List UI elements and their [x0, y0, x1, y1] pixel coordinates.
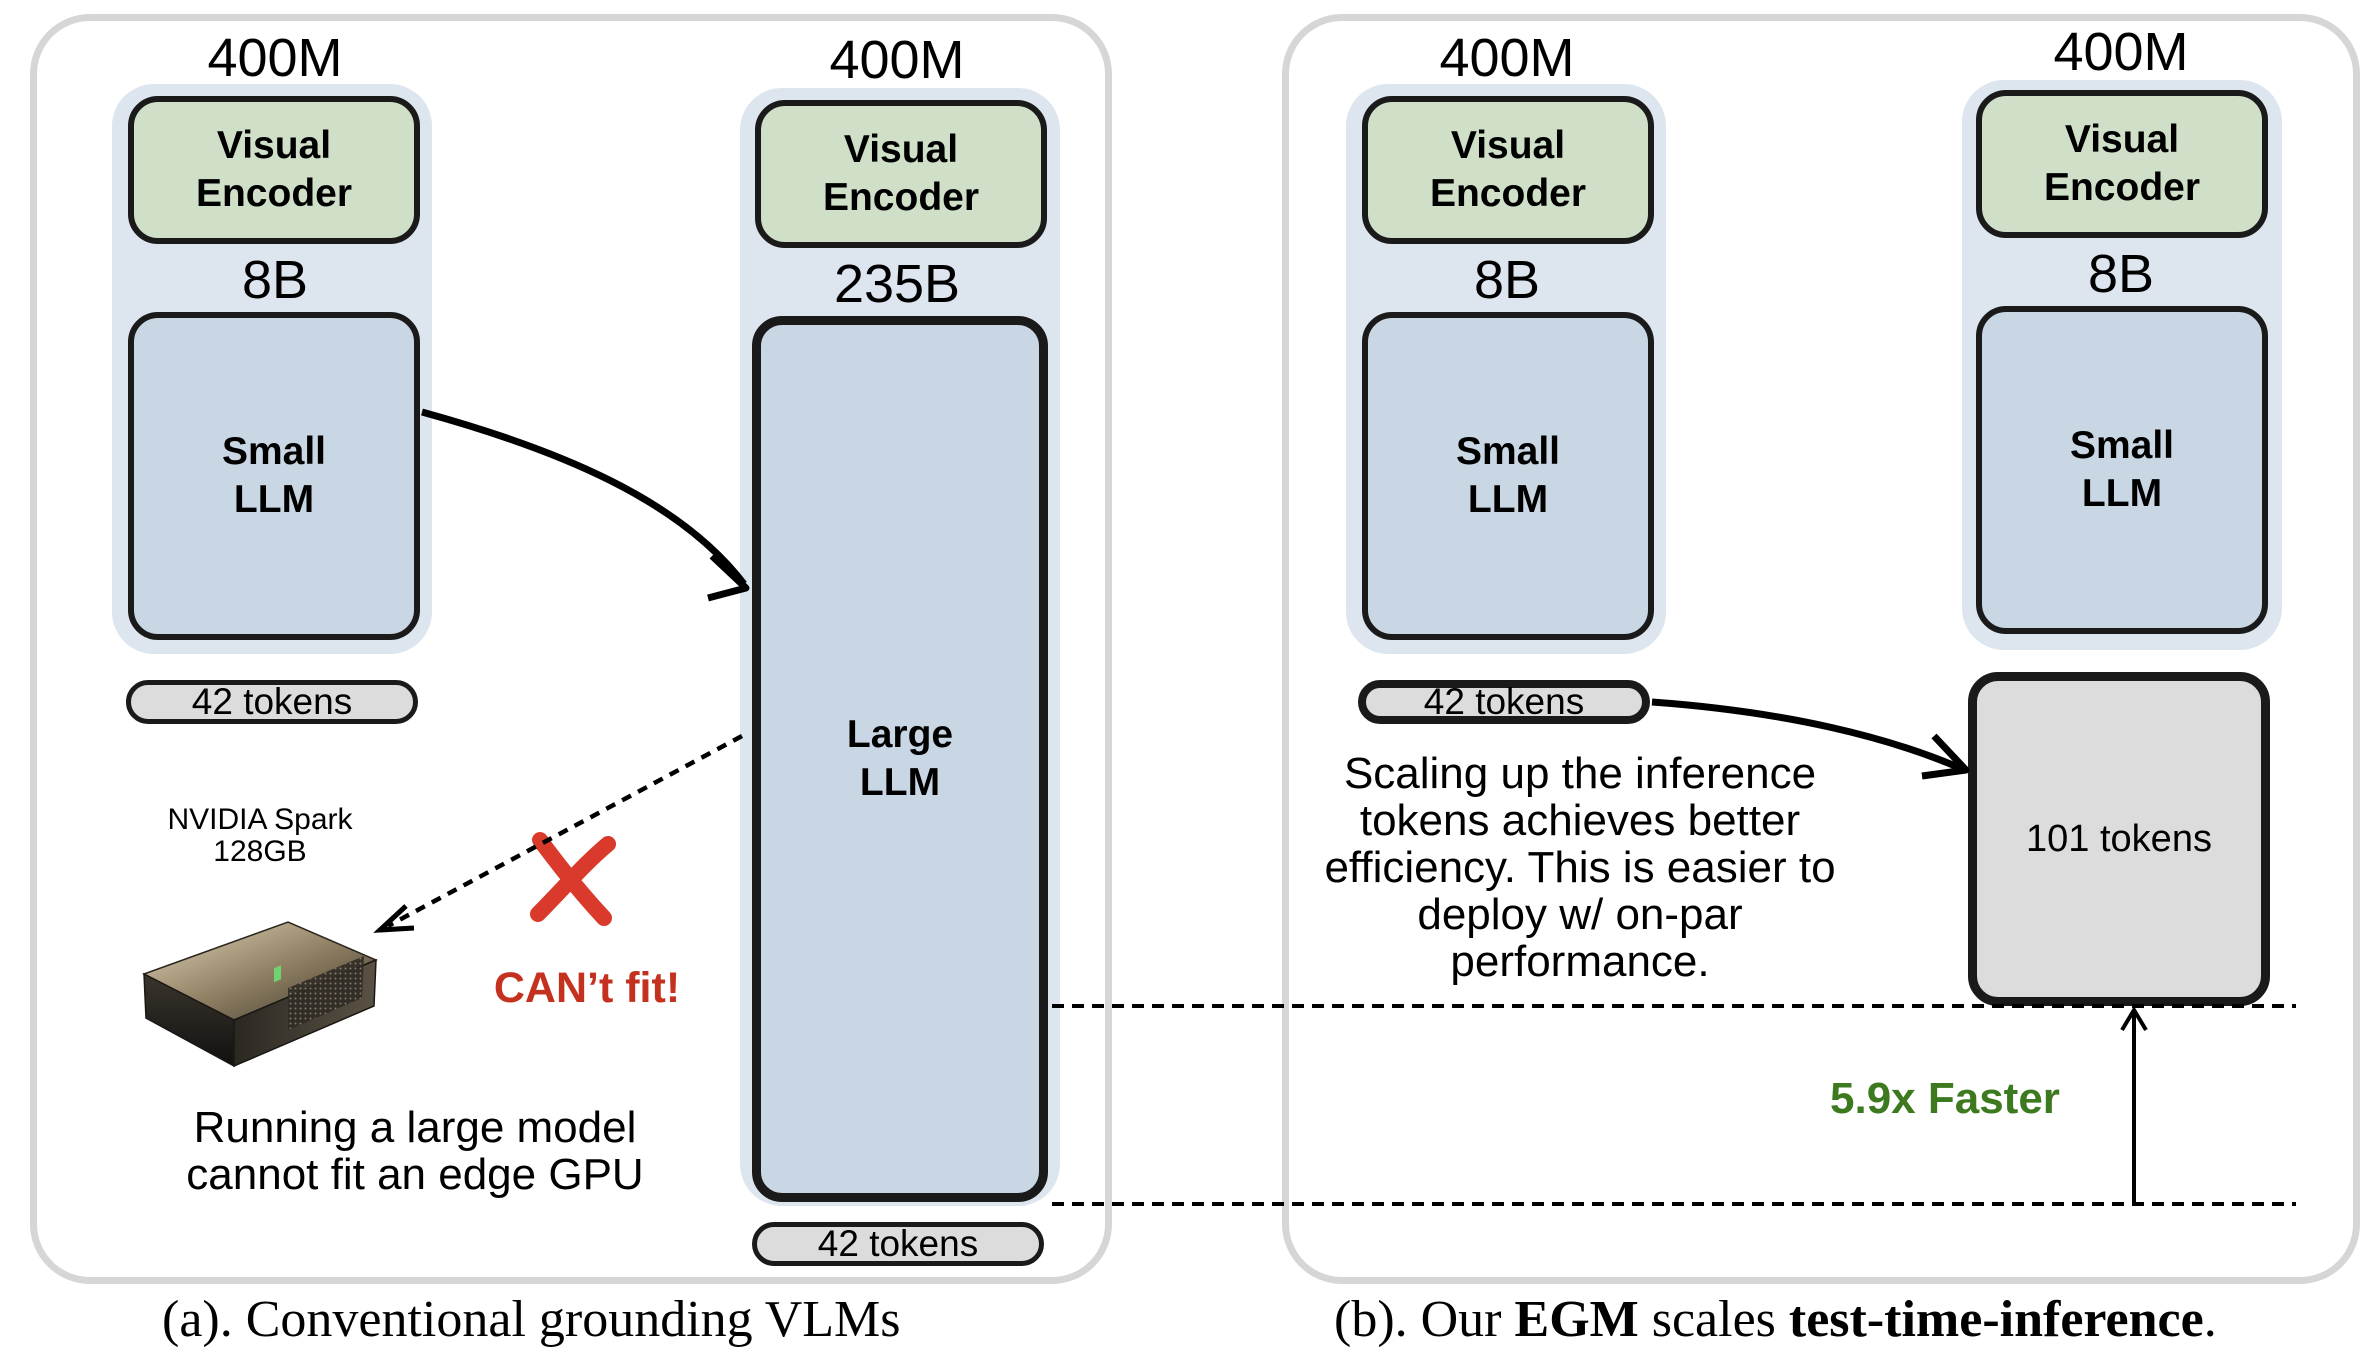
panel-b-right-llm-size: 8B: [2087, 244, 2155, 304]
arrow-tokens-to-expanded-head: [1921, 733, 1970, 780]
panel-a-left-visual-encoder: Visual Encoder: [128, 96, 420, 244]
device-name: NVIDIA Spark: [167, 803, 353, 836]
panel-b-right-encoder-size: 400M: [2053, 22, 2189, 82]
edge-gpu-device-icon: [142, 921, 378, 1068]
panel-a-large-llm: Large LLM: [752, 316, 1048, 1202]
panel-b-left-llm-size: 8B: [1473, 250, 1541, 310]
arrow-small-to-large-llm: [421, 408, 747, 587]
panel-b-left-encoder-size: 400M: [1439, 28, 1575, 88]
caption-b-mid: scales: [1638, 1291, 1789, 1348]
speedup-arrow-head: [2120, 1006, 2148, 1032]
panel-b-note: Scaling up the inference tokens achieves…: [1324, 749, 1836, 986]
caption-b-suffix: .: [2203, 1291, 2217, 1348]
device-memory: 128GB: [213, 835, 307, 868]
panel-a-left-tokens: 42 tokens: [126, 680, 418, 724]
device-label: NVIDIA Spark 128GB: [130, 804, 390, 868]
caption-b-tti: test-time-inference: [1788, 1291, 2204, 1348]
cant-fit-label: CAN’t fit!: [493, 964, 681, 1012]
caption-b-egm: EGM: [1514, 1291, 1639, 1348]
arrow-small-to-large-llm-head: [707, 553, 750, 602]
panel-b-left-visual-encoder: Visual Encoder: [1362, 96, 1654, 244]
panel-b-left-tokens: 42 tokens: [1358, 680, 1650, 724]
caption-b-prefix: (b). Our: [1334, 1291, 1515, 1348]
panel-a-right-llm-size: 235B: [833, 254, 961, 314]
panel-a-left-llm-size: 8B: [241, 250, 309, 310]
panel-a-right-encoder-size: 400M: [829, 30, 965, 90]
panel-a-right-visual-encoder: Visual Encoder: [755, 100, 1047, 248]
panel-b-right-visual-encoder: Visual Encoder: [1976, 90, 2268, 238]
arrow-large-llm-to-device-head: [373, 904, 415, 933]
panel-b-expanded-tokens: 101 tokens: [1968, 672, 2270, 1006]
caption-a: (a). Conventional grounding VLMs: [162, 1291, 901, 1348]
speedup-label: 5.9x Faster: [1830, 1074, 2060, 1123]
panel-a-right-tokens: 42 tokens: [752, 1222, 1044, 1266]
panel-a-note: Running a large model cannot fit an edge…: [186, 1103, 644, 1199]
panel-a-small-llm: Small LLM: [128, 312, 420, 640]
panel-a-left-encoder-size: 400M: [207, 28, 343, 88]
panel-b-right-small-llm: Small LLM: [1976, 306, 2268, 634]
arrow-large-llm-to-device: [386, 734, 744, 928]
panel-b-left-small-llm: Small LLM: [1362, 312, 1654, 640]
caption-b: (b). Our EGM scales test-time-inference.: [1334, 1290, 2217, 1350]
cross-mark-icon: [530, 832, 616, 926]
arrow-tokens-to-expanded: [1651, 698, 1962, 772]
